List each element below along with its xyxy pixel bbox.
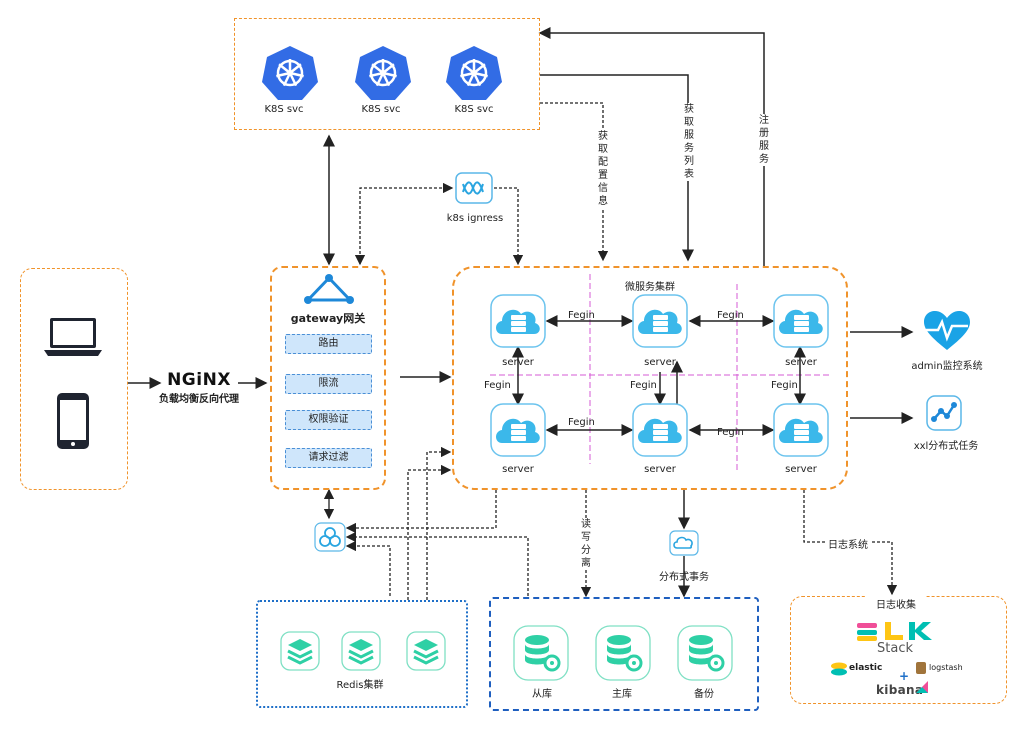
edge-label-register: 注册服务	[758, 114, 770, 166]
k8s-svc-label-1: K8S svc	[264, 104, 304, 115]
edge-gateway-ingress	[354, 182, 454, 266]
nginx-caption: 负载均衡反向代理	[159, 394, 239, 405]
elastic-icon	[830, 662, 848, 679]
log-plus: +	[898, 669, 910, 683]
db-slave-label: 从库	[532, 689, 552, 700]
gateway-item-route: 路由	[285, 334, 372, 354]
edge-ingress-cluster	[494, 187, 524, 266]
ingress-icon	[455, 172, 493, 207]
server-icon-4	[490, 403, 546, 460]
redis-box	[256, 600, 468, 708]
tx-label: 分布式事务	[659, 572, 709, 583]
k8s-svc-label-2: K8S svc	[361, 104, 401, 115]
gateway-item-auth: 权限验证	[285, 410, 372, 430]
k8s-svc-icon-1	[262, 45, 318, 104]
link-label-1: Fegin	[568, 310, 595, 321]
gateway-box	[270, 266, 386, 490]
k8s-svc-icon-2	[355, 45, 411, 104]
log-title: 日志收集	[866, 596, 926, 611]
heart-monitor-icon	[922, 310, 972, 355]
db-node-icon-3	[677, 625, 733, 684]
link-label-4: Fegin	[630, 380, 657, 391]
gateway-item-limit: 限流	[285, 374, 372, 394]
k8s-svc-label-3: K8S svc	[454, 104, 494, 115]
edge-label-log: 日志系统	[826, 536, 870, 551]
edge-label-service-list: 获取服务列表	[683, 103, 695, 181]
log-kibana: kibana	[876, 683, 924, 697]
cluster-title: 微服务集群	[620, 278, 680, 293]
edge-label-config: 获取配置信息	[597, 130, 609, 208]
nginx-logo: NGiNX	[167, 370, 231, 390]
elk-logo-icon	[855, 620, 935, 645]
gateway-title: gateway网关	[290, 312, 366, 325]
xxl-label: xxl分布式任务	[913, 441, 979, 452]
server-icon-5	[632, 403, 688, 460]
link-label-5: Fegin	[771, 380, 798, 391]
server-icon-1	[490, 294, 546, 351]
edge-config	[540, 102, 609, 262]
cluster-box	[452, 266, 848, 490]
k8s-cluster-box	[234, 18, 540, 130]
db-box	[489, 597, 759, 711]
server-label-6: server	[785, 464, 817, 475]
link-label-7: Fegin	[717, 427, 744, 438]
server-label-2: server	[644, 357, 676, 368]
redis-node-icon-3	[406, 631, 446, 674]
edge-service-list	[540, 74, 694, 262]
ingress-label: k8s ignress	[446, 213, 504, 224]
redis-label: Redis集群	[336, 680, 384, 691]
server-icon-3	[773, 294, 829, 351]
admin-label: admin监控系统	[911, 361, 983, 372]
phone-icon	[55, 392, 91, 453]
db-backup-label: 备份	[694, 689, 714, 700]
log-elastic: elastic	[849, 663, 883, 673]
db-node-icon-2	[595, 625, 651, 684]
server-icon-6	[773, 403, 829, 460]
logstash-icon	[915, 661, 927, 678]
kibana-icon	[915, 680, 929, 697]
tx-cloud-icon	[669, 530, 699, 559]
server-label-3: server	[785, 357, 817, 368]
link-label-3: Fegin	[484, 380, 511, 391]
server-label-1: server	[502, 357, 534, 368]
edge-register	[538, 27, 765, 266]
laptop-icon	[42, 316, 104, 361]
server-label-5: server	[644, 464, 676, 475]
db-master-label: 主库	[612, 689, 632, 700]
server-label-4: server	[502, 464, 534, 475]
db-node-icon-1	[513, 625, 569, 684]
redis-node-icon-1	[280, 631, 320, 674]
xxl-job-icon	[926, 395, 962, 434]
edge-label-rw: 读写分离	[580, 518, 592, 570]
k8s-svc-icon-3	[446, 45, 502, 104]
gateway-item-filter: 请求过滤	[285, 448, 372, 468]
cloud-sync-icon	[314, 522, 346, 555]
client-box	[20, 268, 128, 490]
link-label-6: Fegin	[568, 417, 595, 428]
server-icon-2	[632, 294, 688, 351]
redis-node-icon-2	[341, 631, 381, 674]
log-logstash: logstash	[929, 663, 963, 672]
link-label-2: Fegin	[717, 310, 744, 321]
gateway-icon	[302, 272, 356, 309]
log-stack: Stack	[877, 641, 913, 656]
